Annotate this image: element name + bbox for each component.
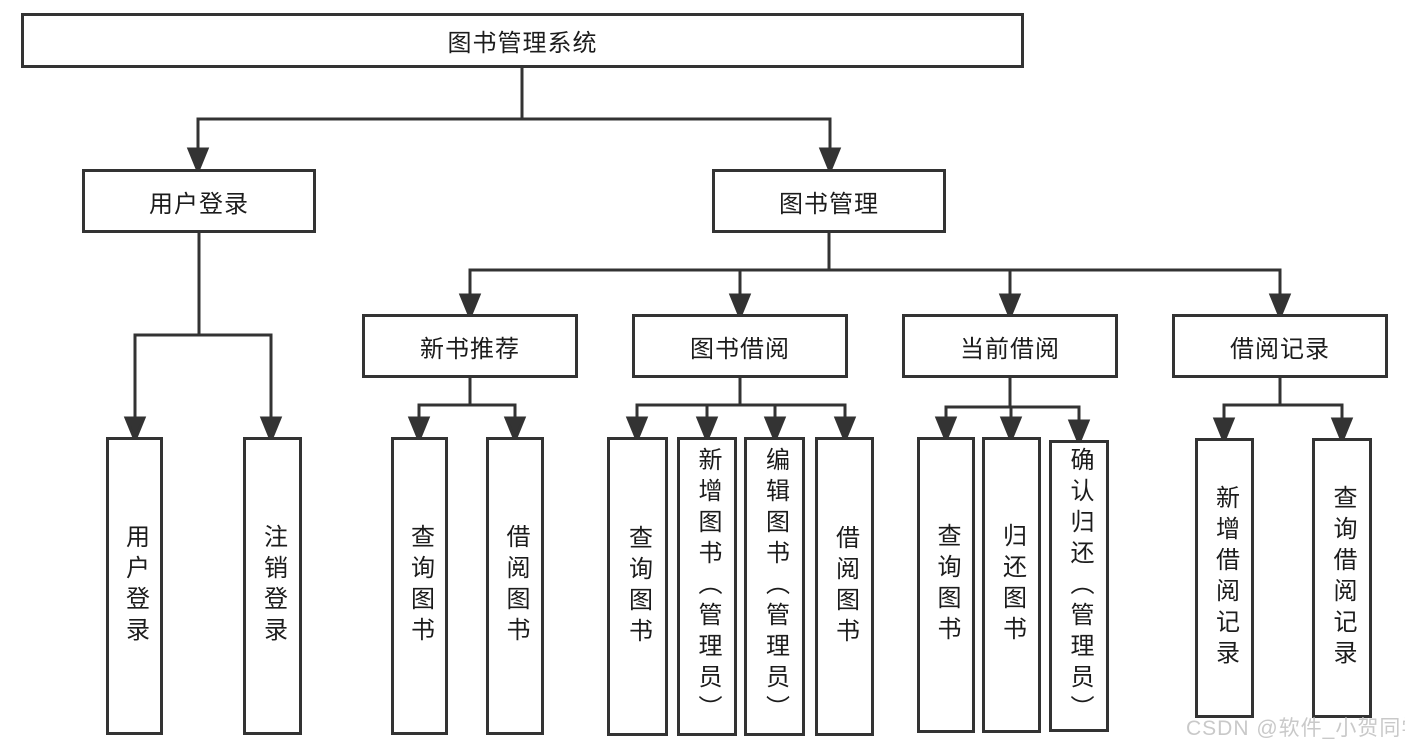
node-book-borrow-label: 图书借阅 (690, 335, 790, 363)
node-root-label: 图书管理系统 (447, 30, 598, 57)
node-user-login-label: 用户登录 (149, 190, 249, 218)
leaf-query-books-recommend-label: 查询图书 (406, 524, 434, 648)
node-root: 图书管理系统 (21, 13, 1024, 68)
leaf-query-books-current-label: 查询图书 (933, 523, 960, 647)
leaf-logout: 注销登录 (243, 437, 302, 735)
leaf-query-borrow-record: 查询借阅记录 (1312, 438, 1372, 718)
leaf-edit-books-admin: 编辑图书（管理员） (744, 437, 805, 736)
node-current-borrow: 当前借阅 (902, 314, 1118, 378)
leaf-return-books: 归还图书 (982, 437, 1041, 733)
node-borrow-records: 借阅记录 (1172, 314, 1388, 378)
leaf-confirm-return-admin: 确认归还（管理员） (1049, 440, 1109, 732)
node-book-management: 图书管理 (712, 169, 946, 233)
connector-user-login-to-leaves (123, 233, 283, 444)
connector-borrow-records-to-leaves (1212, 378, 1354, 445)
connector-current-borrow-to-leaves (934, 378, 1091, 447)
leaf-confirm-return-admin-label: 确认归还（管理员） (1066, 446, 1093, 726)
node-borrow-records-label: 借阅记录 (1230, 335, 1330, 363)
leaf-query-books-borrow-label: 查询图书 (624, 524, 652, 649)
leaf-borrow-books-borrow-label: 借阅图书 (831, 524, 859, 649)
csdn-watermark: CSDN @软件_小贺同学 (1186, 717, 1405, 740)
connector-root-to-level2 (186, 68, 842, 175)
node-user-login: 用户登录 (82, 169, 316, 233)
leaf-return-books-label: 归还图书 (998, 523, 1026, 647)
leaf-borrow-books-borrow: 借阅图书 (815, 437, 874, 736)
leaf-add-books-admin-label: 新增图书（管理员） (694, 447, 721, 726)
node-new-book-recommend: 新书推荐 (362, 314, 578, 378)
leaf-query-books-recommend: 查询图书 (391, 437, 448, 735)
node-current-borrow-label: 当前借阅 (960, 335, 1060, 363)
node-book-management-label: 图书管理 (779, 190, 879, 218)
leaf-query-books-current: 查询图书 (917, 437, 975, 733)
connector-new-book-to-leaves (407, 378, 527, 444)
node-book-borrow: 图书借阅 (632, 314, 848, 378)
connector-book-mgmt-to-level3 (458, 233, 1292, 321)
connector-book-borrow-to-leaves (625, 378, 857, 444)
leaf-user-login: 用户登录 (106, 437, 163, 735)
leaf-borrow-books-recommend-label: 借阅图书 (502, 524, 529, 648)
leaf-borrow-books-recommend: 借阅图书 (486, 437, 544, 735)
leaf-add-books-admin: 新增图书（管理员） (677, 437, 737, 736)
node-new-book-recommend-label: 新书推荐 (420, 335, 520, 363)
leaf-edit-books-admin-label: 编辑图书（管理员） (761, 447, 789, 726)
leaf-user-login-label: 用户登录 (121, 524, 149, 648)
leaf-query-books-borrow: 查询图书 (607, 437, 668, 736)
leaf-logout-label: 注销登录 (259, 524, 287, 648)
leaf-add-borrow-record-label: 新增借阅记录 (1211, 485, 1239, 671)
leaf-query-borrow-record-label: 查询借阅记录 (1329, 485, 1356, 671)
leaf-add-borrow-record: 新增借阅记录 (1195, 438, 1254, 718)
